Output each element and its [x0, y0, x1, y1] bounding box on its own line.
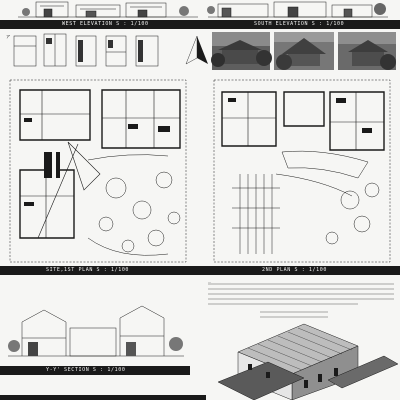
description-text-lines [208, 283, 394, 318]
concept-diagram-strip [13, 33, 159, 67]
site-photo-center [274, 32, 334, 70]
site-photo-left [211, 32, 272, 70]
site-photo-right [338, 32, 396, 70]
elevation-title-band [0, 20, 400, 29]
design-description-text: … [208, 280, 212, 284]
south-elevation-drawing [207, 1, 388, 18]
second-floor-plan [213, 79, 391, 263]
north-arrow [185, 35, 208, 65]
second-plan-label: 2ND PLAN S : 1/100 [262, 267, 327, 273]
plan-title-band [0, 266, 400, 275]
site-first-floor-plan [9, 79, 187, 263]
west-elevation-label: WEST ELEVATION S : 1/100 [62, 21, 149, 27]
site-first-plan-label: SITE,1ST PLAN S : 1/100 [46, 267, 130, 273]
left-note-fragment: ア [6, 34, 10, 39]
west-elevation-drawing [18, 1, 198, 18]
bottom-edge-band [0, 395, 206, 400]
yy-section-drawing [8, 305, 184, 357]
south-elevation-label: SOUTH ELEVATION S : 1/100 [254, 21, 345, 27]
section-label: Y-Y' SECTION S : 1/100 [46, 367, 126, 373]
axonometric-view [217, 323, 399, 400]
section-title-band [0, 366, 190, 375]
